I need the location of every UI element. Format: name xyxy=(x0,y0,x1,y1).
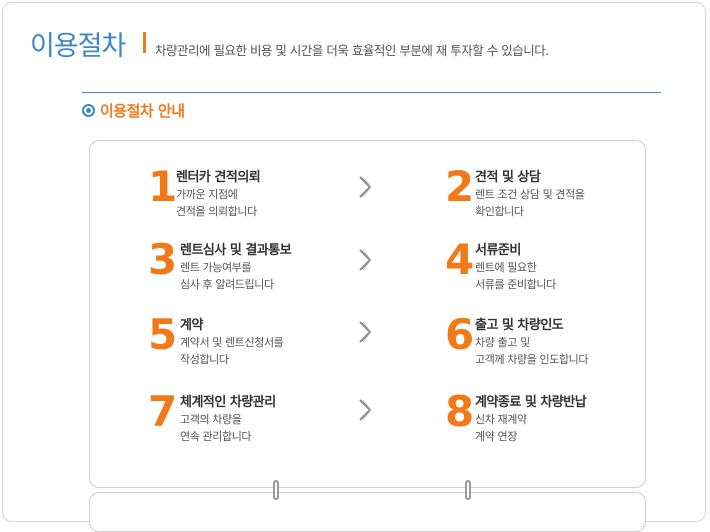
page-subtitle: 차량관리에 필요한 비용 및 시간을 더욱 효율적인 부분에 재 투자할 수 있… xyxy=(155,43,549,58)
step-title: 렌터카 견적의뢰 xyxy=(176,170,261,185)
title-separator xyxy=(143,32,146,53)
step-title: 체계적인 차량관리 xyxy=(180,395,276,410)
step-desc-line: 연속 관리합니다 xyxy=(180,430,252,443)
step-desc-line: 작성합니다 xyxy=(180,353,229,366)
step-desc-line: 차량 출고 및 xyxy=(475,336,530,349)
step-title: 견적 및 상담 xyxy=(475,170,541,185)
step-number: 1 xyxy=(148,162,177,211)
step-description: 렌트 조건 상담 및 견적을 확인합니다 xyxy=(475,186,585,220)
step-title: 출고 및 차량인도 xyxy=(475,318,564,333)
step-desc-line: 고객의 차량을 xyxy=(180,413,242,426)
step-description: 신차 재계약 계약 연장 xyxy=(475,411,527,445)
step-description: 차량 출고 및 고객께 차량을 인도합니다 xyxy=(475,334,589,368)
step-desc-line: 확인합니다 xyxy=(475,205,524,218)
circle-bullet-icon xyxy=(82,104,95,117)
step-description: 고객의 차량을 연속 관리합니다 xyxy=(180,411,252,445)
step-number: 3 xyxy=(148,235,177,284)
step-description: 렌트에 필요한 서류를 준비합니다 xyxy=(475,259,556,293)
step-desc-line: 렌트에 필요한 xyxy=(475,261,537,274)
step-title: 계약종료 및 차량반납 xyxy=(475,395,587,410)
step-number: 5 xyxy=(148,310,177,359)
ring-clip-icon xyxy=(273,480,279,500)
step-number: 8 xyxy=(445,387,474,436)
step-desc-line: 계약 연장 xyxy=(475,430,517,443)
page-title: 이용절차 xyxy=(30,31,126,62)
chevron-right-icon xyxy=(359,321,372,343)
step-number: 2 xyxy=(445,162,474,211)
step-desc-line: 렌트 가능여부를 xyxy=(180,261,252,274)
step-desc-line: 견적을 의뢰합니다 xyxy=(176,205,257,218)
step-desc-line: 가까운 지점에 xyxy=(176,188,238,201)
procedure-panel: 1 렌터카 견적의뢰 가까운 지점에 견적을 의뢰합니다 2 견적 및 상담 렌… xyxy=(89,140,646,488)
chevron-right-icon xyxy=(359,176,372,198)
step-desc-line: 계약서 및 렌트신청서를 xyxy=(180,336,284,349)
step-number: 7 xyxy=(148,387,177,436)
section-title: 이용절차 안내 xyxy=(82,100,185,121)
section-title-text: 이용절차 안내 xyxy=(100,102,185,120)
step-desc-line: 고객께 차량을 인도합니다 xyxy=(475,353,589,366)
step-desc-line: 서류를 준비합니다 xyxy=(475,278,556,291)
step-title: 렌트심사 및 결과통보 xyxy=(180,243,292,258)
step-title: 서류준비 xyxy=(475,243,521,258)
step-number: 4 xyxy=(445,235,474,284)
chevron-right-icon xyxy=(359,399,372,421)
step-desc-line: 렌트 조건 상담 및 견적을 xyxy=(475,188,585,201)
step-desc-line: 신차 재계약 xyxy=(475,413,527,426)
step-description: 계약서 및 렌트신청서를 작성합니다 xyxy=(180,334,284,368)
step-title: 계약 xyxy=(180,318,203,333)
step-description: 가까운 지점에 견적을 의뢰합니다 xyxy=(176,186,257,220)
step-number: 6 xyxy=(445,310,474,359)
step-description: 렌트 가능여부를 심사 후 알려드립니다 xyxy=(180,259,274,293)
header-divider xyxy=(82,92,661,93)
next-panel xyxy=(89,492,646,532)
ring-clip-icon xyxy=(465,480,471,500)
step-desc-line: 심사 후 알려드립니다 xyxy=(180,278,274,291)
chevron-right-icon xyxy=(359,249,372,271)
